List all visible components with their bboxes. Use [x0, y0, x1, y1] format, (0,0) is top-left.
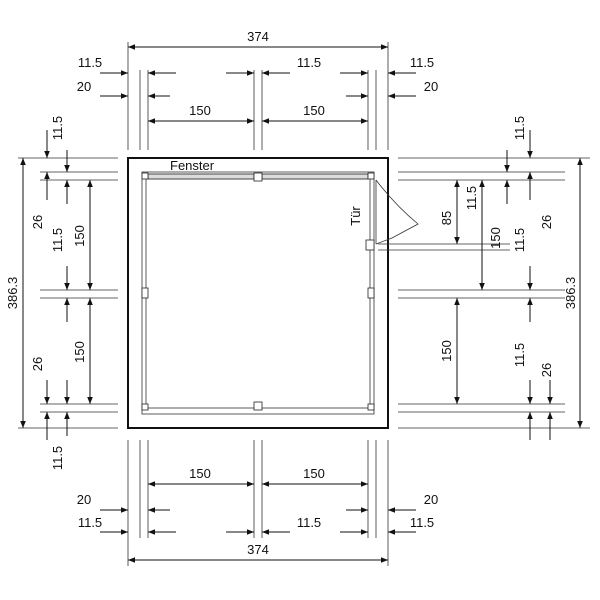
dim-label: 20 [424, 492, 438, 507]
room-labels: Fenster Tür [170, 158, 363, 226]
dim-label: 11.5 [50, 228, 65, 252]
post [253, 401, 263, 411]
posts [141, 172, 375, 411]
dim-label: 20 [77, 492, 91, 507]
door-symbol [375, 179, 419, 245]
dim-label: 85 [439, 211, 454, 225]
dim-label: 26 [30, 357, 45, 371]
dim-label: 11.5 [512, 116, 527, 140]
dim-label: 150 [439, 340, 454, 362]
door-swing-arc [375, 179, 419, 245]
dim-label: 11.5 [512, 343, 527, 367]
dim-label: 150 [488, 227, 503, 249]
door-label: Tür [348, 206, 363, 226]
post [367, 172, 375, 180]
dim-label: 11.5 [297, 55, 321, 70]
dim-label: 150 [72, 341, 87, 363]
dim-label: 11.5 [78, 515, 102, 530]
dim-label: 11.5 [297, 515, 321, 530]
building-outline [127, 157, 389, 429]
dim-label: 20 [77, 79, 91, 94]
post [253, 172, 263, 182]
dim-label: 11.5 [50, 116, 65, 140]
dim-label: 11.5 [512, 228, 527, 252]
post [367, 403, 375, 411]
dimension-lines [20, 44, 583, 563]
dim-label: 386.3 [5, 277, 20, 310]
dim-label: 374 [247, 542, 269, 557]
post [141, 172, 149, 180]
dim-label: 150 [189, 103, 211, 118]
post [365, 239, 375, 251]
dimension-labels: 374 11.5 11.5 11.5 20 20 150 150 150 150… [5, 29, 578, 557]
dim-label: 150 [303, 103, 325, 118]
dim-label: 20 [424, 79, 438, 94]
dim-label: 386.3 [563, 277, 578, 310]
window-right [261, 173, 369, 180]
dim-label: 11.5 [410, 55, 434, 70]
window-label: Fenster [170, 158, 215, 173]
dim-label: 26 [30, 215, 45, 229]
dim-label: 150 [189, 466, 211, 481]
post [141, 403, 149, 411]
dim-label: 11.5 [410, 515, 434, 530]
extension-lines [18, 42, 590, 566]
post [141, 287, 149, 299]
dim-label: 26 [539, 215, 554, 229]
inner-frame [145, 177, 371, 409]
post [367, 287, 375, 299]
outer-wall [127, 157, 389, 429]
window-left [147, 173, 255, 180]
dim-label: 11.5 [50, 446, 65, 470]
dim-label: 374 [247, 29, 269, 44]
dim-label: 150 [72, 225, 87, 247]
dim-label: 11.5 [78, 55, 102, 70]
inner-wall-line [141, 171, 375, 415]
dim-label: 26 [539, 363, 554, 377]
dim-label: 150 [303, 466, 325, 481]
dim-label: 11.5 [464, 186, 479, 210]
